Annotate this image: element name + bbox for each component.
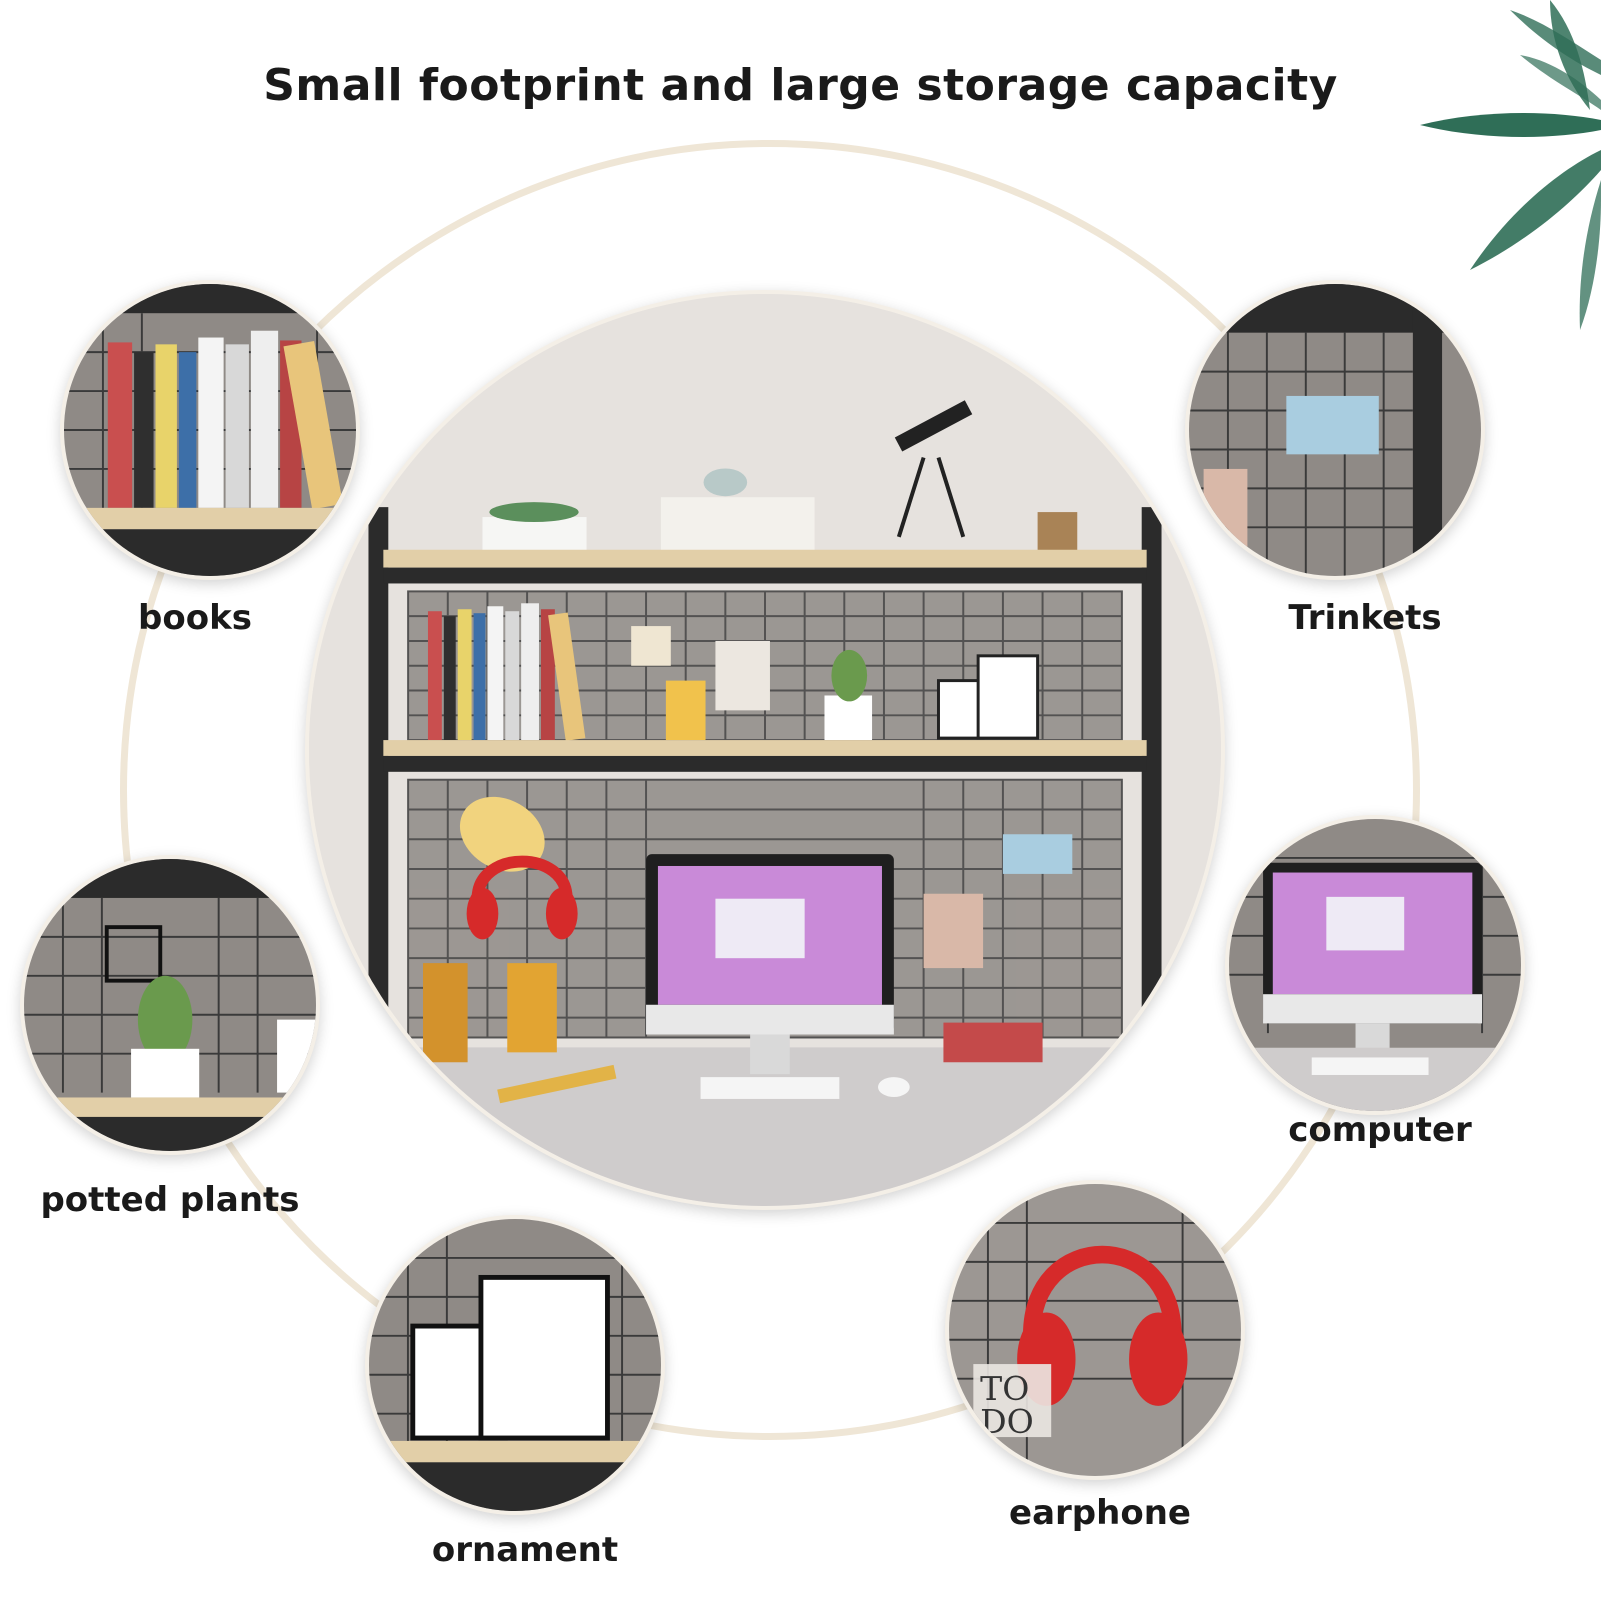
earphone-image: TO DO (945, 1180, 1245, 1480)
headline: Small footprint and large storage capaci… (263, 60, 1338, 111)
label-ornament: ornament (431, 1530, 619, 1570)
ornament-image (365, 1215, 665, 1515)
earphone-illustration: TO DO (949, 1184, 1241, 1476)
potted-plants-illustration (24, 859, 316, 1151)
ornament-illustration (369, 1219, 661, 1511)
computer-illustration (1229, 819, 1521, 1111)
trinkets-image (1185, 280, 1485, 580)
books-illustration (64, 284, 356, 576)
shelf-illustration (309, 294, 1221, 1206)
connector-ring (120, 140, 1420, 1440)
label-books: books (138, 598, 252, 638)
trinkets-illustration (1189, 284, 1481, 576)
label-potted-plants: potted plants (40, 1180, 300, 1220)
leaf-decoration (1420, 0, 1601, 330)
main-shelf-image (305, 290, 1225, 1210)
label-earphone: earphone (1009, 1493, 1191, 1533)
label-computer: computer (1288, 1110, 1472, 1150)
potted-plants-image (20, 855, 320, 1155)
label-trinkets: Trinkets (1288, 598, 1442, 638)
todo-line-1: TO (980, 1369, 1029, 1408)
books-image (60, 280, 360, 580)
computer-image (1225, 815, 1525, 1115)
todo-line-2: DO (980, 1402, 1034, 1441)
